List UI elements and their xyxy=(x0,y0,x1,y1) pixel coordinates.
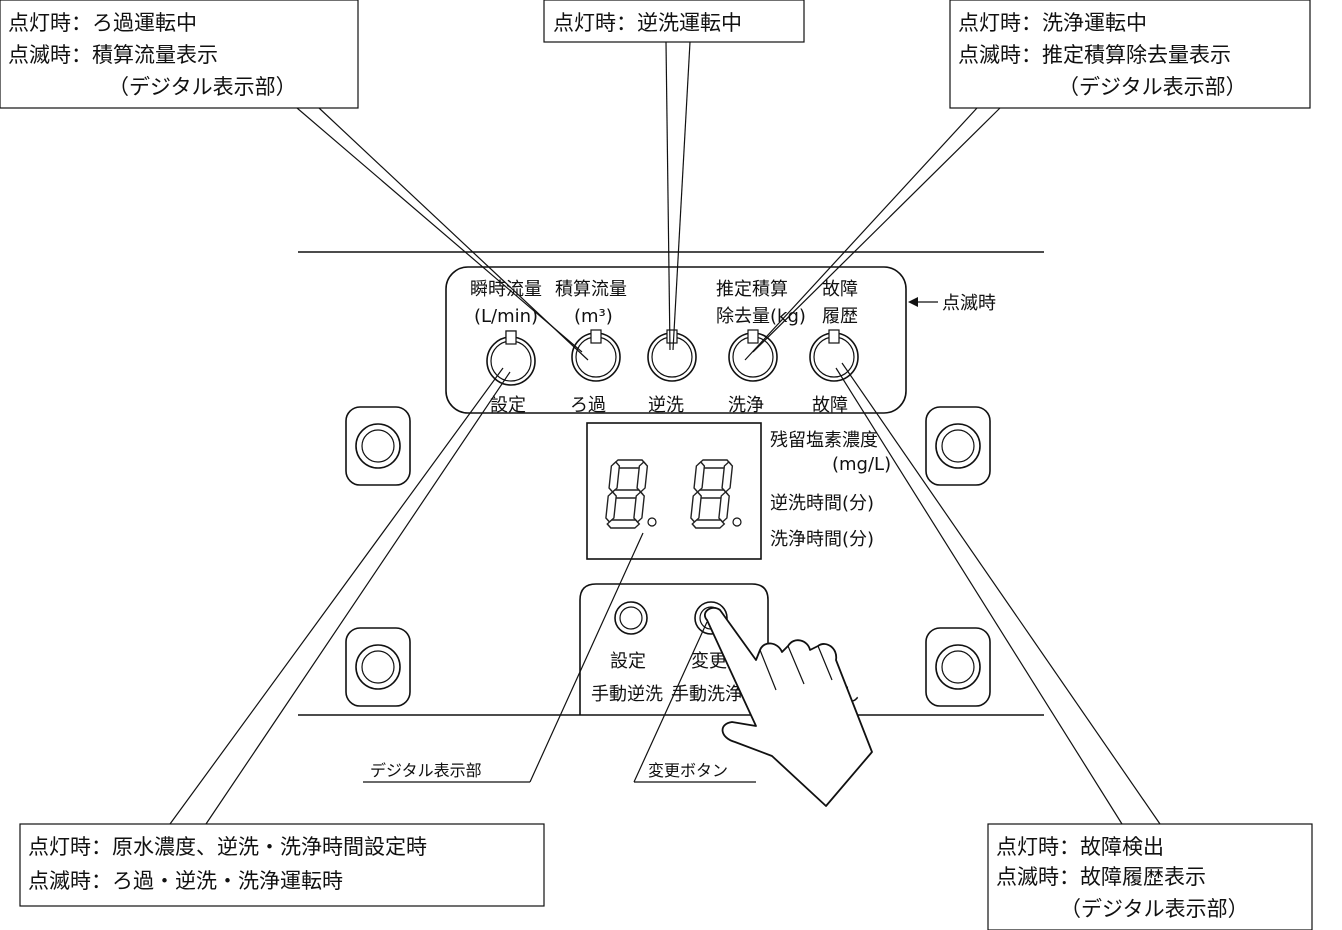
indicator-filtration-label: ろ過 xyxy=(570,395,606,416)
callout-fault-line2: 点滅時：故障履歴表示 xyxy=(996,865,1206,889)
button-group-frame xyxy=(579,583,769,715)
callout-fault-line1: 点灯時：故障検出 xyxy=(996,835,1164,859)
callout-setting-line1: 点灯時：原水濃度、逆洗・洗浄時間設定時 xyxy=(28,835,427,859)
indicator-fault-label: 故障 xyxy=(812,395,848,416)
blink-marker-label: 点滅時 xyxy=(942,293,996,314)
label-backwash-time: 逆洗時間(分) xyxy=(770,493,874,514)
indicator-fault-top1: 故障 xyxy=(822,279,858,300)
indicator-cleaning-lamp xyxy=(747,329,759,344)
screw-bottom-right xyxy=(925,627,991,707)
indicator-filtration-top2: (m³) xyxy=(574,306,613,327)
indicator-backwash-label: 逆洗 xyxy=(648,395,684,416)
indicator-setting-top2: (L/min) xyxy=(474,306,538,327)
manual-backwash-label: 手動逆洗 xyxy=(591,684,663,705)
leader-lines xyxy=(169,41,1161,825)
screw-top-right xyxy=(925,406,991,486)
setting-button-label: 設定 xyxy=(610,651,646,672)
manual-cleaning-label: 手動洗浄 xyxy=(671,684,743,705)
indicator-setting: 瞬時流量 (L/min) 設定 xyxy=(470,279,542,416)
screw-bottom-left xyxy=(345,627,411,707)
label-chlorine-unit: (mg/L) xyxy=(832,454,891,475)
arrow-left-icon xyxy=(908,297,918,307)
callout-cleaning-line1: 点灯時：洗浄運転中 xyxy=(958,11,1147,35)
indicator-fault-top2: 履歴 xyxy=(822,306,858,327)
seven-segment-digit-1 xyxy=(605,459,649,529)
pressing-hand-icon xyxy=(704,607,873,807)
callout-setting-line2: 点滅時：ろ過・逆洗・洗浄運転時 xyxy=(28,869,343,893)
callout-setting: 点灯時：原水濃度、逆洗・洗浄時間設定時 点滅時：ろ過・逆洗・洗浄運転時 xyxy=(19,823,545,907)
callout-backwash: 点灯時：逆洗運転中 xyxy=(543,0,805,43)
label-chlorine: 残留塩素濃度 xyxy=(770,430,878,451)
callout-fault-line3: （デジタル表示部） xyxy=(1060,897,1249,921)
callout-filtration: 点灯時：ろ過運転中 点滅時：積算流量表示 （デジタル表示部） xyxy=(0,0,359,109)
callout-filtration-line1: 点灯時：ろ過運転中 xyxy=(8,11,197,35)
decimal-point-1 xyxy=(647,517,657,527)
seven-segment-digit-2 xyxy=(690,459,734,529)
change-button-pointer-label: 変更ボタン xyxy=(648,761,728,780)
indicator-cleaning-label: 洗浄 xyxy=(728,395,764,416)
indicator-filtration-top1: 積算流量 xyxy=(555,279,627,300)
blink-marker: 点滅時 xyxy=(908,293,996,314)
indicator-backwash-lamp xyxy=(666,329,678,344)
callout-filtration-line2: 点滅時：積算流量表示 xyxy=(8,43,218,67)
indicator-filtration-lamp xyxy=(590,329,602,344)
indicator-setting-label: 設定 xyxy=(490,395,526,416)
digital-display-frame xyxy=(586,422,762,560)
indicator-backwash: 逆洗 xyxy=(647,329,697,416)
label-cleaning-time: 洗浄時間(分) xyxy=(770,529,874,550)
callout-cleaning-line2: 点滅時：推定積算除去量表示 xyxy=(958,43,1231,67)
indicator-group-frame xyxy=(445,266,907,414)
callout-cleaning-line3: （デジタル表示部） xyxy=(1058,75,1247,99)
callout-filtration-line3: （デジタル表示部） xyxy=(108,75,297,99)
decimal-point-2 xyxy=(732,517,742,527)
digital-display-pointer-label: デジタル表示部 xyxy=(370,761,482,780)
indicator-cleaning-top1: 推定積算 xyxy=(716,279,788,300)
indicator-filtration: 積算流量 (m³) ろ過 xyxy=(555,279,627,416)
callout-cleaning: 点灯時：洗浄運転中 点滅時：推定積算除去量表示 （デジタル表示部） xyxy=(949,0,1311,109)
setting-button[interactable] xyxy=(614,601,648,635)
callout-fault: 点灯時：故障検出 点滅時：故障履歴表示 （デジタル表示部） xyxy=(987,823,1313,930)
indicator-fault-lamp xyxy=(828,329,840,344)
indicator-cleaning: 推定積算 除去量(kg) 洗浄 xyxy=(716,279,806,416)
screw-top-left xyxy=(345,406,411,486)
callout-backwash-line1: 点灯時：逆洗運転中 xyxy=(553,11,742,35)
indicator-fault: 故障 履歴 故障 xyxy=(809,279,859,416)
digital-display xyxy=(586,422,762,560)
indicator-setting-top1: 瞬時流量 xyxy=(470,279,542,300)
change-button-label: 変更 xyxy=(691,651,727,672)
